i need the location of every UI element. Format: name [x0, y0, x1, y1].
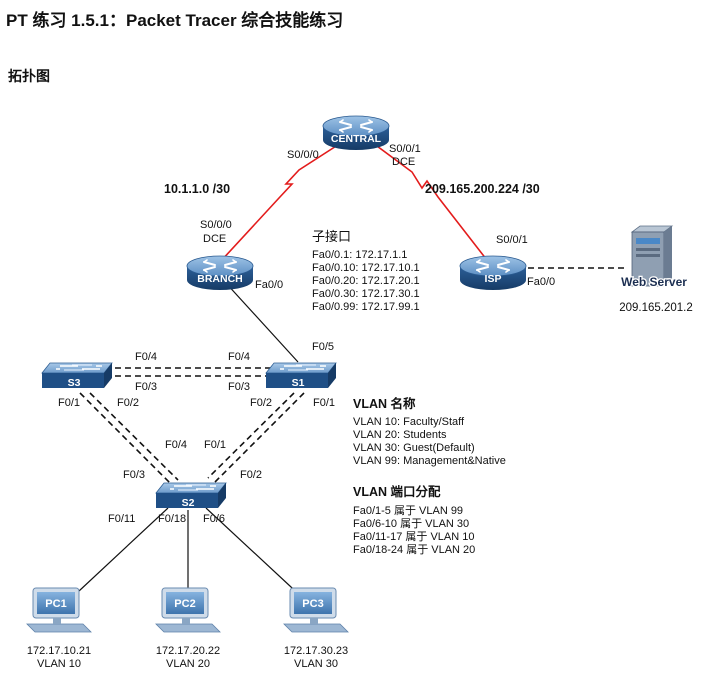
pc-1[interactable]: PC1 172.17.10.21 VLAN 10 [26, 587, 92, 670]
device-label-pc1: PC1 [45, 598, 66, 610]
vlan-names-heading: VLAN 名称 [353, 396, 416, 411]
switch-s1[interactable]: S1 [265, 362, 337, 389]
subinterface-line: Fa0/0.99: 172.17.99.1 [312, 301, 420, 313]
vlan-port-line: Fa0/1-5 属于 VLAN 99 [353, 504, 463, 517]
trunk-s1-s2-a [207, 392, 295, 479]
router-branch[interactable]: BRANCH [186, 255, 254, 291]
subinterface-line: Fa0/0.20: 172.17.20.1 [312, 275, 420, 287]
router-isp[interactable]: ISP [459, 255, 527, 291]
port-label: S0/0/0 [287, 149, 319, 161]
device-label-s3: S3 [68, 377, 81, 389]
port-label: F0/1 [58, 397, 80, 409]
port-label: Fa0/0 [255, 279, 283, 291]
port-label: DCE [203, 233, 226, 245]
port-label: S0/0/0 [200, 219, 232, 231]
link-s2-pc1 [63, 507, 169, 606]
pc-icon [283, 587, 349, 633]
pc1-ip: 172.17.10.21 [27, 645, 91, 657]
pc2-vlan: VLAN 20 [166, 658, 210, 670]
port-label: F0/18 [158, 513, 186, 525]
port-label: F0/3 [123, 469, 145, 481]
port-label: F0/2 [240, 469, 262, 481]
subinterface-block: 子接口 Fa0/0.1: 172.17.1.1 Fa0/0.10: 172.17… [312, 229, 420, 313]
subinterface-heading: 子接口 [312, 229, 351, 244]
subinterface-line: Fa0/0.1: 172.17.1.1 [312, 249, 407, 261]
link-s2-pc3 [205, 507, 306, 601]
port-label: F0/1 [313, 397, 335, 409]
pc-3[interactable]: PC3 172.17.30.23 VLAN 30 [283, 587, 349, 670]
port-label: F0/3 [228, 381, 250, 393]
device-label-isp: ISP [485, 273, 502, 285]
device-label-s2: S2 [182, 497, 195, 509]
pc-2[interactable]: PC2 172.17.20.22 VLAN 20 [155, 587, 221, 670]
trunk-s1-s2-b [214, 392, 305, 483]
trunk-s3-s2-a [79, 392, 171, 484]
vlan-name-line: VLAN 20: Students [353, 429, 447, 441]
vlan-name-line: VLAN 99: Management&Native [353, 455, 506, 467]
port-label: F0/2 [250, 397, 272, 409]
page-title: PT 练习 1.5.1：Packet Tracer 综合技能练习 [6, 11, 344, 30]
vlan-names-block: VLAN 名称 VLAN 10: Faculty/Staff VLAN 20: … [353, 396, 506, 467]
serial-link-branch-central [219, 131, 359, 263]
network-label-central-isp: 209.165.200.224 /30 [425, 182, 540, 196]
network-label-branch-central: 10.1.1.0 /30 [164, 182, 230, 196]
trunk-s3-s2-b [89, 392, 179, 481]
vlan-ports-heading: VLAN 端口分配 [353, 484, 441, 499]
pc-icon [155, 587, 221, 633]
vlan-port-line: Fa0/6-10 属于 VLAN 30 [353, 517, 469, 530]
vlan-ports-block: VLAN 端口分配 Fa0/1-5 属于 VLAN 99 Fa0/6-10 属于… [353, 484, 475, 556]
device-label-central: CENTRAL [331, 133, 382, 145]
pc2-ip: 172.17.20.22 [156, 645, 220, 657]
device-label-pc2: PC2 [174, 598, 195, 610]
device-label-webserver: Web Server [621, 275, 687, 289]
subinterface-line: Fa0/0.10: 172.17.10.1 [312, 262, 420, 274]
port-label: F0/5 [312, 341, 334, 353]
switch-s3[interactable]: S3 [41, 362, 113, 389]
pc1-vlan: VLAN 10 [37, 658, 81, 670]
device-label-s1: S1 [292, 377, 305, 389]
server-icon [630, 225, 674, 287]
router-central[interactable]: CENTRAL [322, 115, 390, 151]
port-label: F0/2 [117, 397, 139, 409]
vlan-port-line: Fa0/11-17 属于 VLAN 10 [353, 530, 474, 543]
web-server[interactable]: Web Server 209.165.201.2 [619, 225, 693, 314]
port-label: F0/11 [108, 513, 135, 525]
switch-s2[interactable]: S2 [155, 482, 227, 509]
subinterface-line: Fa0/0.30: 172.17.30.1 [312, 288, 420, 300]
section-title: 拓扑图 [8, 68, 50, 84]
port-label: DCE [392, 156, 415, 168]
pc3-ip: 172.17.30.23 [284, 645, 348, 657]
serial-link-central-isp [357, 131, 491, 265]
port-label: S0/0/1 [496, 234, 528, 246]
port-label: F0/3 [135, 381, 157, 393]
port-label: F0/6 [203, 513, 225, 525]
pc3-vlan: VLAN 30 [294, 658, 338, 670]
vlan-name-line: VLAN 30: Guest(Default) [353, 442, 475, 454]
link-branch-s1 [224, 281, 299, 363]
device-label-branch: BRANCH [197, 273, 243, 285]
vlan-port-line: Fa0/18-24 属于 VLAN 20 [353, 543, 475, 556]
webserver-ip: 209.165.201.2 [619, 302, 693, 314]
pc-icon [26, 587, 92, 633]
vlan-name-line: VLAN 10: Faculty/Staff [353, 416, 465, 428]
port-label: S0/0/1 [389, 143, 421, 155]
port-label: Fa0/0 [527, 276, 555, 288]
port-label: F0/1 [204, 439, 226, 451]
port-label: F0/4 [165, 439, 187, 451]
port-label: F0/4 [228, 351, 250, 363]
device-label-pc3: PC3 [302, 598, 323, 610]
port-label: F0/4 [135, 351, 157, 363]
